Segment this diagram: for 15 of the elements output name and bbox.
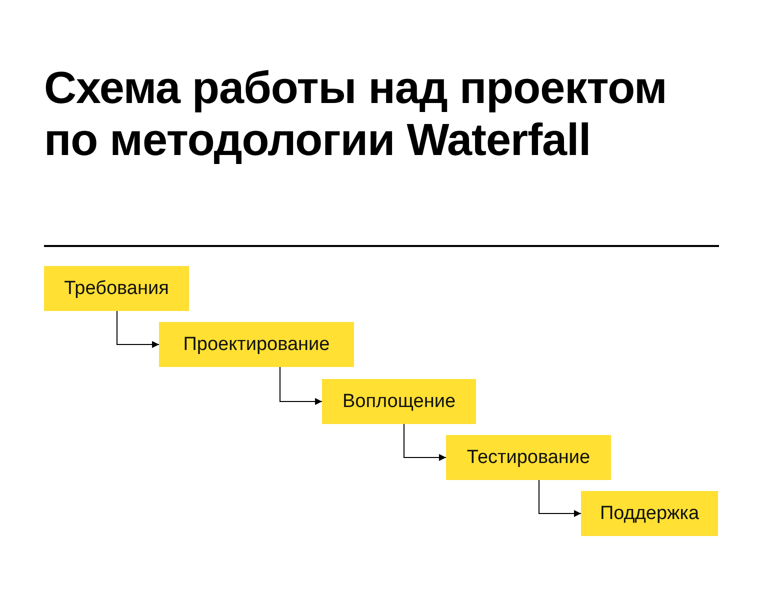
arrow — [280, 366, 322, 405]
stage-box — [44, 266, 189, 311]
title: Схема работы над проектом по методологии Waterfall — [44, 62, 668, 166]
stage-box — [581, 491, 718, 536]
stage-label: Поддержка — [600, 502, 700, 524]
stage-box — [159, 322, 354, 367]
stage-box — [446, 435, 611, 480]
stage-label: Требования — [64, 278, 169, 300]
stage-label: Тестирование — [466, 446, 590, 468]
stage-box — [322, 379, 476, 424]
arrow — [404, 424, 446, 461]
stage-label: Проектирование — [183, 334, 330, 356]
arrow — [538, 480, 582, 517]
arrow — [116, 310, 160, 348]
stage-label: Воплощение — [342, 390, 456, 412]
